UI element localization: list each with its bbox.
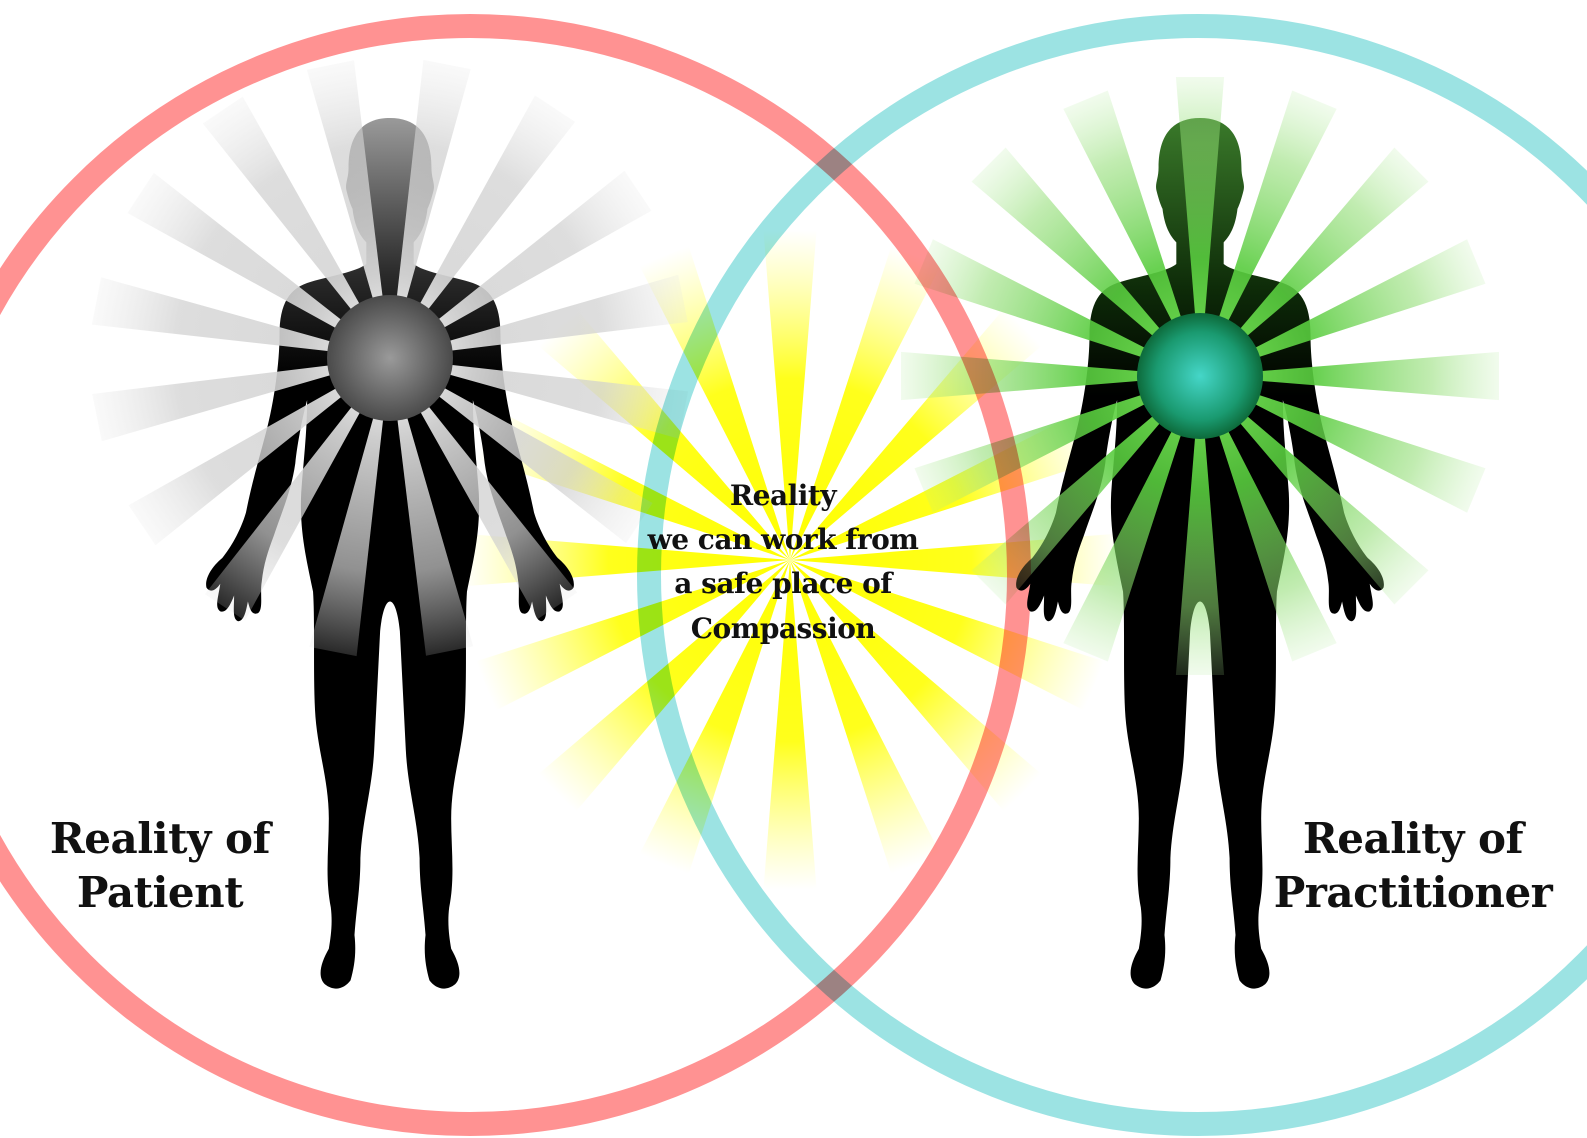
practitioner-label-line-1: Reality of (1268, 812, 1558, 866)
shared-reality-label: Reality we can work from a safe place of… (618, 474, 948, 651)
patient-label-line-2: Patient (30, 866, 290, 920)
shared-label-line-1: Reality (618, 474, 948, 518)
practitioner-label-line-2: Practitioner (1268, 866, 1558, 920)
practitioner-reality-label: Reality of Practitioner (1268, 812, 1558, 920)
shared-label-line-2: we can work from (618, 518, 948, 562)
shared-label-line-4: Compassion (618, 607, 948, 651)
patient-reality-label: Reality of Patient (30, 812, 290, 920)
patient-label-line-1: Reality of (30, 812, 290, 866)
practitioner-core-orb (1137, 313, 1263, 439)
patient-core-orb (327, 295, 453, 421)
shared-label-line-3: a safe place of (618, 562, 948, 606)
